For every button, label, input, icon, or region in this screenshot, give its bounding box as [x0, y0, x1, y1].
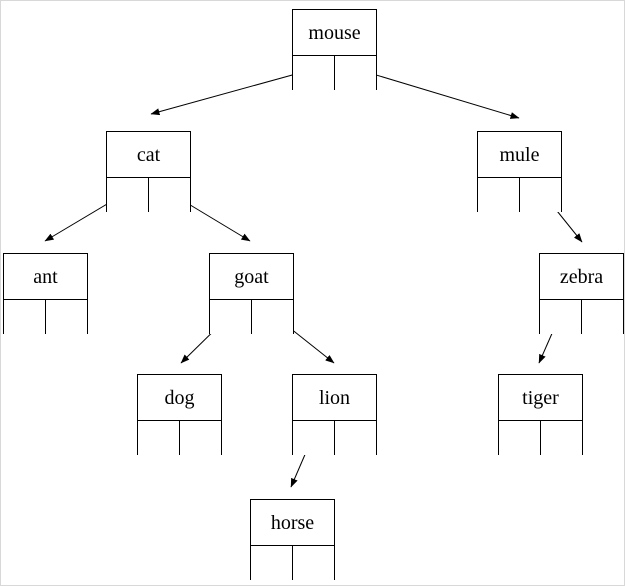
tree-node-tiger[interactable]: tiger	[498, 374, 583, 455]
node-label-mule: mule	[478, 132, 561, 178]
node-pointers-goat	[210, 300, 293, 334]
node-pointers-dog	[138, 421, 221, 455]
node-right-pointer-lion[interactable]	[334, 421, 376, 455]
node-label-horse: horse	[251, 500, 334, 546]
node-label-lion: lion	[293, 375, 376, 421]
node-left-pointer-goat[interactable]	[210, 300, 252, 334]
node-right-pointer-tiger[interactable]	[540, 421, 582, 455]
node-label-ant: ant	[4, 254, 87, 300]
node-pointers-zebra	[540, 300, 623, 334]
tree-node-dog[interactable]: dog	[137, 374, 222, 455]
node-left-pointer-horse[interactable]	[251, 546, 293, 580]
node-label-dog: dog	[138, 375, 221, 421]
node-label-cat: cat	[107, 132, 190, 178]
node-right-pointer-horse[interactable]	[292, 546, 334, 580]
node-pointers-mouse	[293, 56, 376, 90]
node-label-tiger: tiger	[499, 375, 582, 421]
node-left-pointer-mouse[interactable]	[293, 56, 335, 90]
tree-node-mouse[interactable]: mouse	[292, 9, 377, 90]
node-left-pointer-zebra[interactable]	[540, 300, 582, 334]
node-right-pointer-goat[interactable]	[251, 300, 293, 334]
tree-node-zebra[interactable]: zebra	[539, 253, 624, 334]
node-pointers-mule	[478, 178, 561, 212]
node-left-pointer-lion[interactable]	[293, 421, 335, 455]
node-left-pointer-cat[interactable]	[107, 178, 149, 212]
node-left-pointer-dog[interactable]	[138, 421, 180, 455]
node-left-pointer-tiger[interactable]	[499, 421, 541, 455]
node-label-zebra: zebra	[540, 254, 623, 300]
node-left-pointer-mule[interactable]	[478, 178, 520, 212]
tree-node-ant[interactable]: ant	[3, 253, 88, 334]
node-pointers-ant	[4, 300, 87, 334]
node-right-pointer-ant[interactable]	[45, 300, 87, 334]
node-right-pointer-cat[interactable]	[148, 178, 190, 212]
tree-node-horse[interactable]: horse	[250, 499, 335, 580]
node-label-mouse: mouse	[293, 10, 376, 56]
node-right-pointer-dog[interactable]	[179, 421, 221, 455]
node-pointers-cat	[107, 178, 190, 212]
node-left-pointer-ant[interactable]	[4, 300, 46, 334]
node-pointers-lion	[293, 421, 376, 455]
node-label-goat: goat	[210, 254, 293, 300]
tree-node-lion[interactable]: lion	[292, 374, 377, 455]
tree-node-mule[interactable]: mule	[477, 131, 562, 212]
node-right-pointer-mule[interactable]	[519, 178, 561, 212]
edge-mouse-right-to-mule	[352, 67, 520, 119]
node-pointers-horse	[251, 546, 334, 580]
tree-node-goat[interactable]: goat	[209, 253, 294, 334]
node-pointers-tiger	[499, 421, 582, 455]
tree-node-cat[interactable]: cat	[106, 131, 191, 212]
edge-mouse-left-to-cat	[150, 68, 315, 116]
node-right-pointer-zebra[interactable]	[581, 300, 623, 334]
node-right-pointer-mouse[interactable]	[334, 56, 376, 90]
